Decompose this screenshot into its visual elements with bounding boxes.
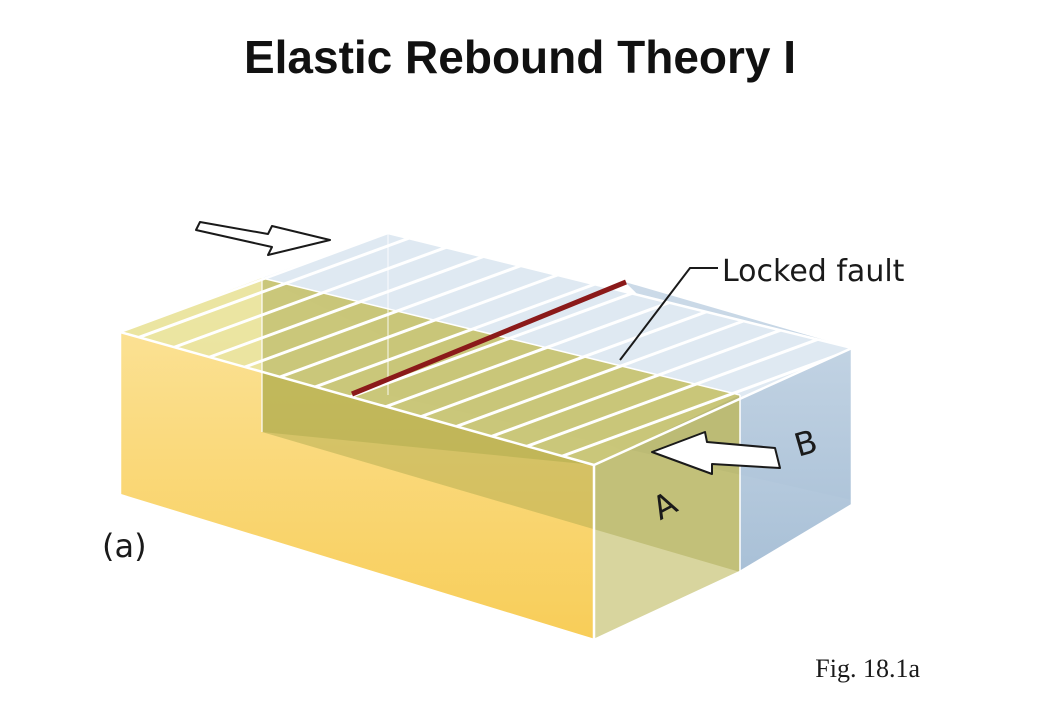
figure-caption: Fig. 18.1a xyxy=(815,654,920,683)
arrow-left-icon xyxy=(651,431,781,475)
arrow-right-icon xyxy=(195,221,331,256)
locked-fault-label: Locked fault xyxy=(722,254,905,289)
panel-label: (a) xyxy=(102,527,147,565)
block-a xyxy=(120,278,740,640)
block-edges xyxy=(118,231,854,642)
fault-label-leader xyxy=(619,267,718,361)
page-title: Elastic Rebound Theory I xyxy=(243,31,797,83)
locked-fault-line xyxy=(351,279,627,397)
